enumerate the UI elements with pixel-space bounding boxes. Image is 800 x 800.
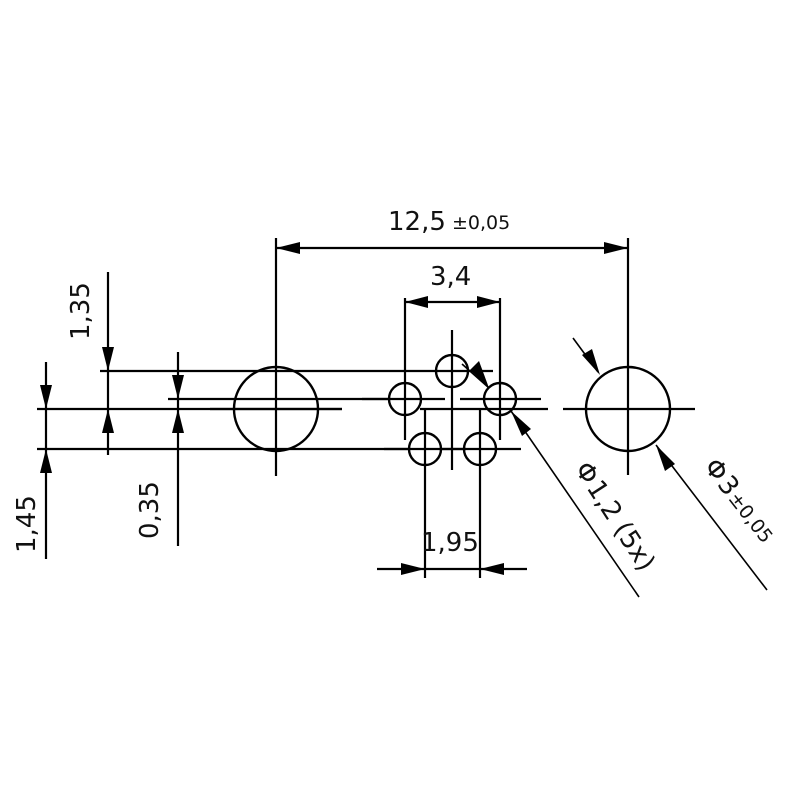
arrowhead-left-icon <box>401 563 425 575</box>
dimension-tolerance: ±0,05 <box>724 488 777 547</box>
dimension-value: 0,35 <box>135 481 165 539</box>
arrowhead-down-icon <box>40 385 52 409</box>
dimension-value: 3,4 <box>430 262 471 292</box>
dimension-pin-diameter: Φ 1,2 (5x) <box>461 361 661 598</box>
left-mount-hole <box>210 238 342 476</box>
dimension-value: 1,35 <box>66 282 96 340</box>
arrowhead-up-icon <box>172 409 184 433</box>
right-mount-hole <box>563 238 695 475</box>
arrowhead-left-icon <box>276 242 300 254</box>
arrowhead-icon <box>470 361 489 388</box>
arrowhead-up-icon <box>40 449 52 473</box>
dimension-value: 1,95 <box>421 528 479 558</box>
arrowhead-icon <box>511 411 531 436</box>
dimension-value: 1,2 (5x) <box>580 475 661 577</box>
dimension-tolerance: ±0,05 <box>452 212 510 234</box>
dimension-left-offset-3: 0,35 <box>135 352 184 546</box>
leader-line-lower <box>510 410 640 598</box>
dimension-pin-spread: 3,4 <box>405 262 500 308</box>
dimension-value: 12,5 <box>388 207 446 237</box>
dimension-left-offset-1: 1,45 <box>12 362 52 559</box>
arrowhead-icon <box>656 445 675 471</box>
arrowhead-right-icon <box>604 242 628 254</box>
arrowhead-down-icon <box>102 347 114 371</box>
arrowhead-up-icon <box>102 409 114 433</box>
reference-lines <box>37 369 410 451</box>
dimension-overall-spacing: 12,5 ±0,05 <box>276 207 628 254</box>
arrowhead-right-icon <box>480 563 504 575</box>
dimension-mount-hole-diameter: Φ 3 ±0,05 <box>572 337 777 591</box>
pin-group <box>362 298 548 578</box>
dimension-left-offset-2: 1,35 <box>66 272 114 455</box>
leader-line-lower <box>655 444 768 591</box>
dimension-lower-pin-spacing: 1,95 <box>377 528 527 575</box>
arrowhead-down-icon <box>172 375 184 399</box>
arrowhead-left-icon <box>405 296 428 308</box>
leader-line-upper <box>461 363 490 389</box>
arrowhead-icon <box>582 349 600 375</box>
arrowhead-right-icon <box>477 296 500 308</box>
dimension-value: 1,45 <box>12 495 42 553</box>
